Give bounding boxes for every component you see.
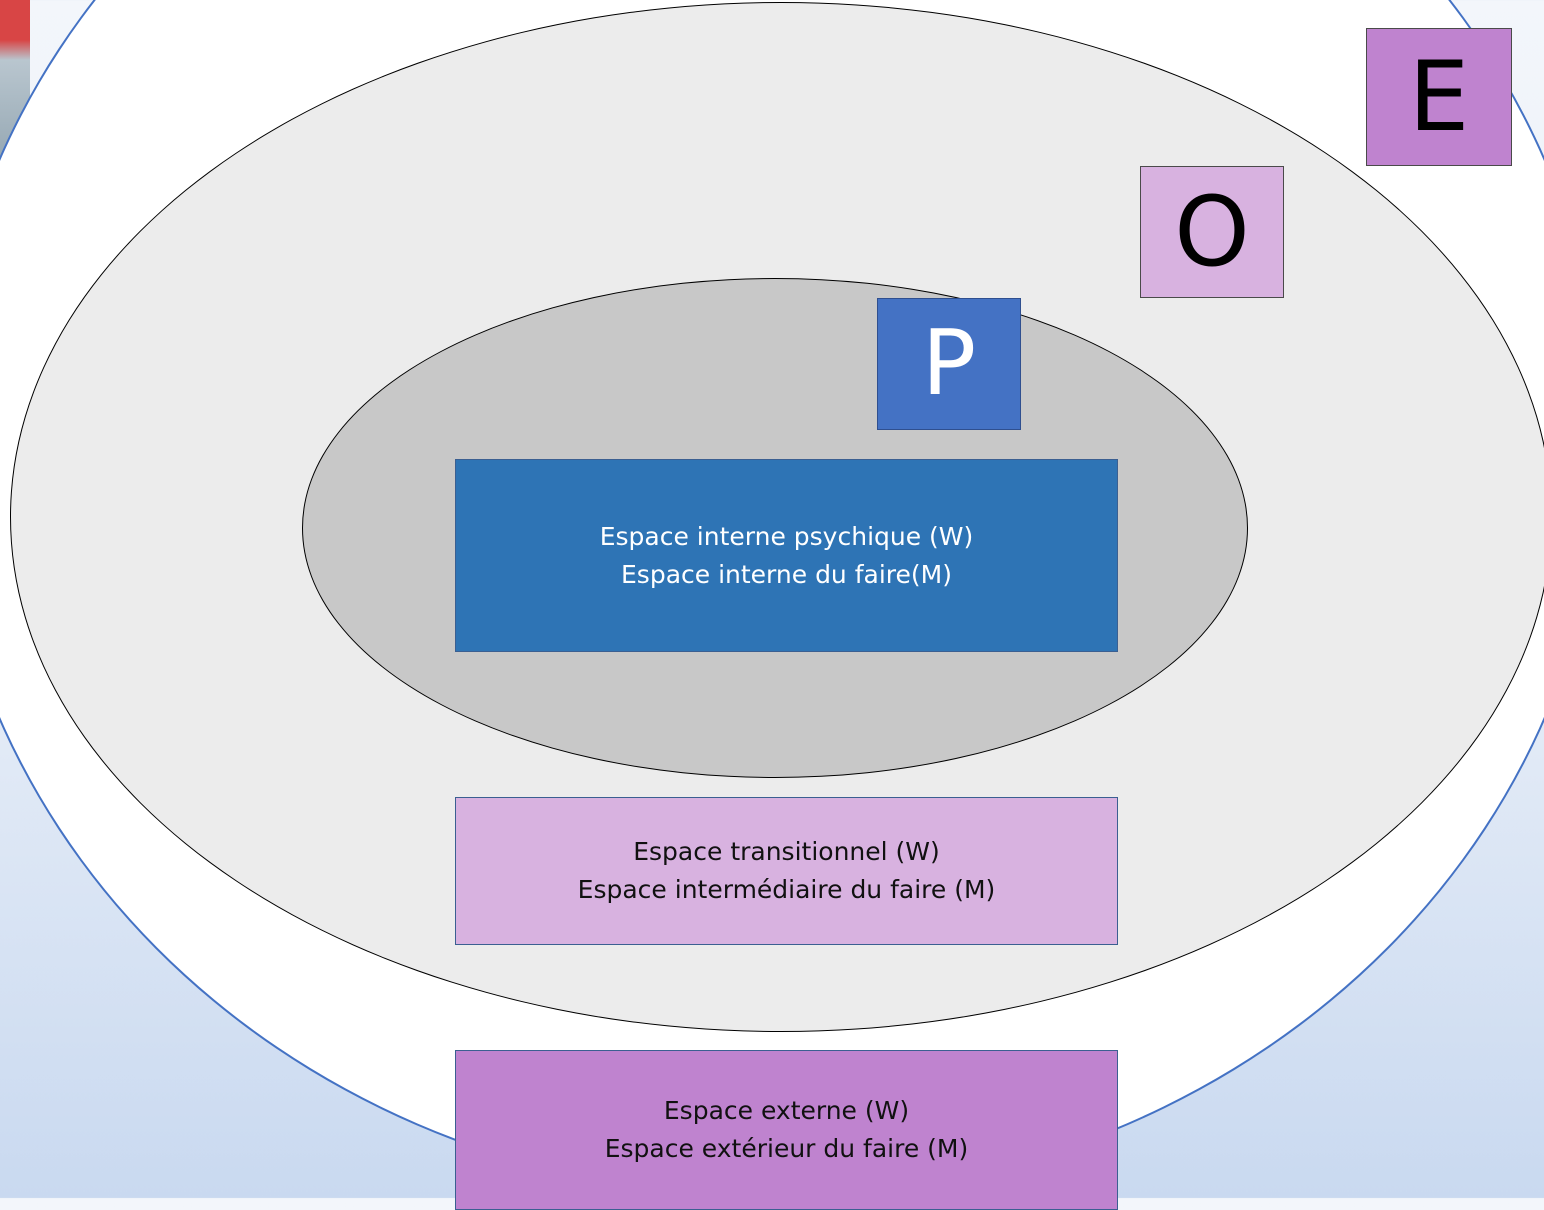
label-o-box: O [1140,166,1284,298]
internal-space-line1: Espace interne psychique (W) [599,521,974,551]
transitional-space-box: Espace transitionnel (W) Espace interméd… [455,797,1118,945]
external-space-line2: Espace extérieur du faire (M) [604,1134,969,1163]
internal-space-box: Espace interne psychique (W) Espace inte… [455,459,1118,652]
transitional-space-line2: Espace intermédiaire du faire (M) [577,875,996,904]
label-e-box: E [1366,28,1512,166]
internal-space-line2: Espace interne du faire(M) [621,559,952,589]
label-e: E [1408,41,1470,153]
external-space-box: Espace externe (W) Espace extérieur du f… [455,1050,1118,1210]
external-space-line1: Espace externe (W) [663,1096,910,1125]
label-p-box: P [877,298,1021,430]
label-p: P [921,311,977,416]
label-o: O [1174,176,1250,288]
transitional-space-line1: Espace transitionnel (W) [633,837,940,866]
